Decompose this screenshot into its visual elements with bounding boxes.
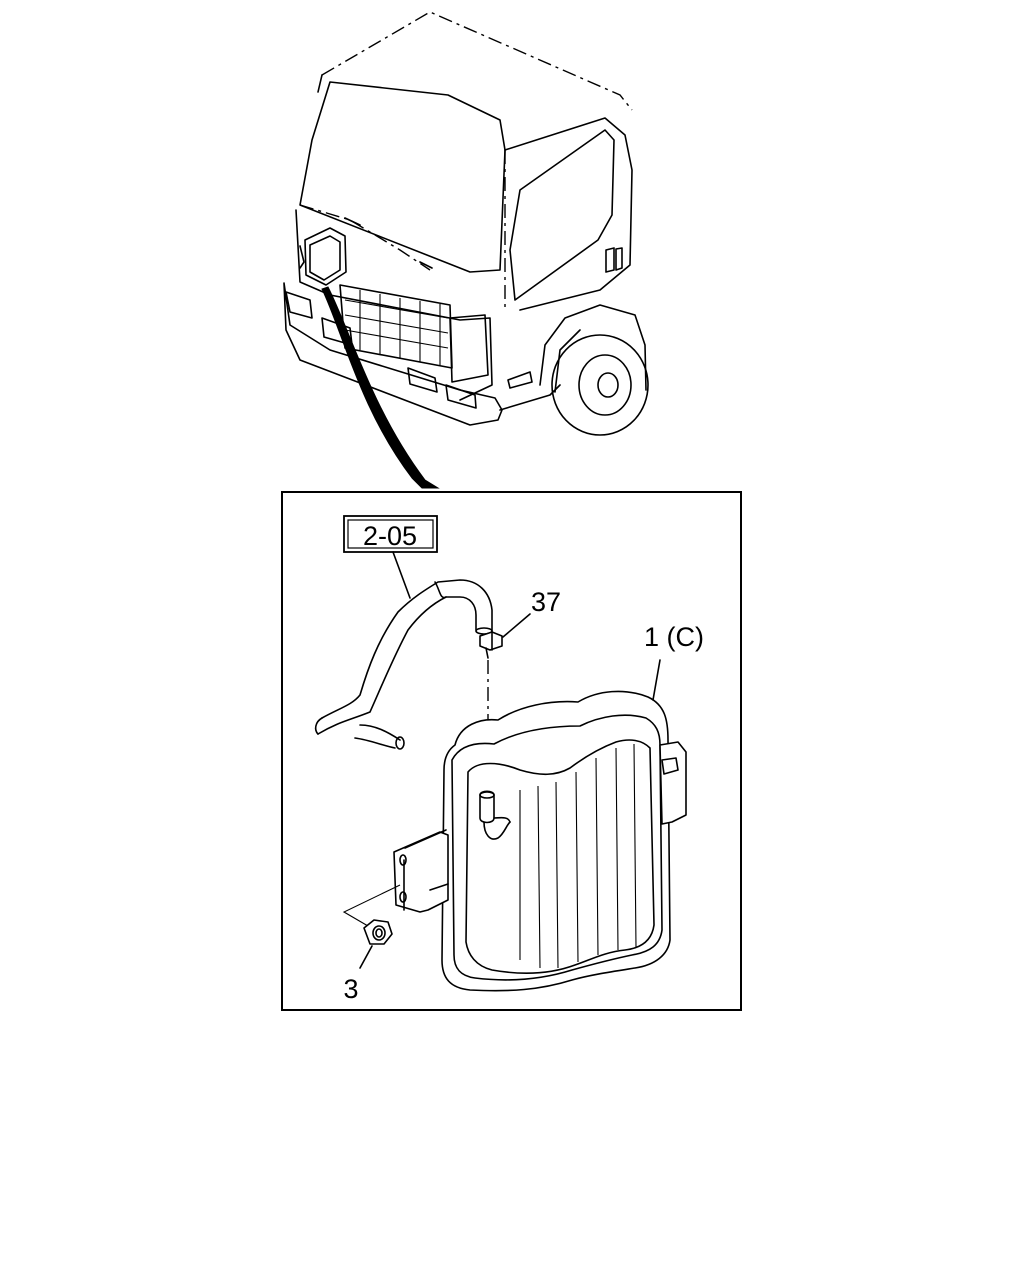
mounting-bracket: [393, 829, 449, 913]
callout-3: 3: [343, 974, 358, 1004]
section-reference[interactable]: 2-05: [343, 515, 438, 553]
callout-1-c: 1 (C): [644, 622, 704, 652]
truck-cab-illustration: [283, 11, 649, 436]
section-reference-label: 2-05: [363, 521, 417, 551]
tank-location-highlight: [299, 227, 347, 286]
reservoir-tank[interactable]: [441, 690, 687, 992]
callout-37: 37: [531, 587, 561, 617]
hose-clip[interactable]: [479, 631, 503, 659]
detail-leader: [321, 286, 440, 489]
detail-frame: [281, 491, 742, 1011]
flange-nut[interactable]: [363, 919, 393, 945]
overflow-hose: [314, 579, 493, 750]
